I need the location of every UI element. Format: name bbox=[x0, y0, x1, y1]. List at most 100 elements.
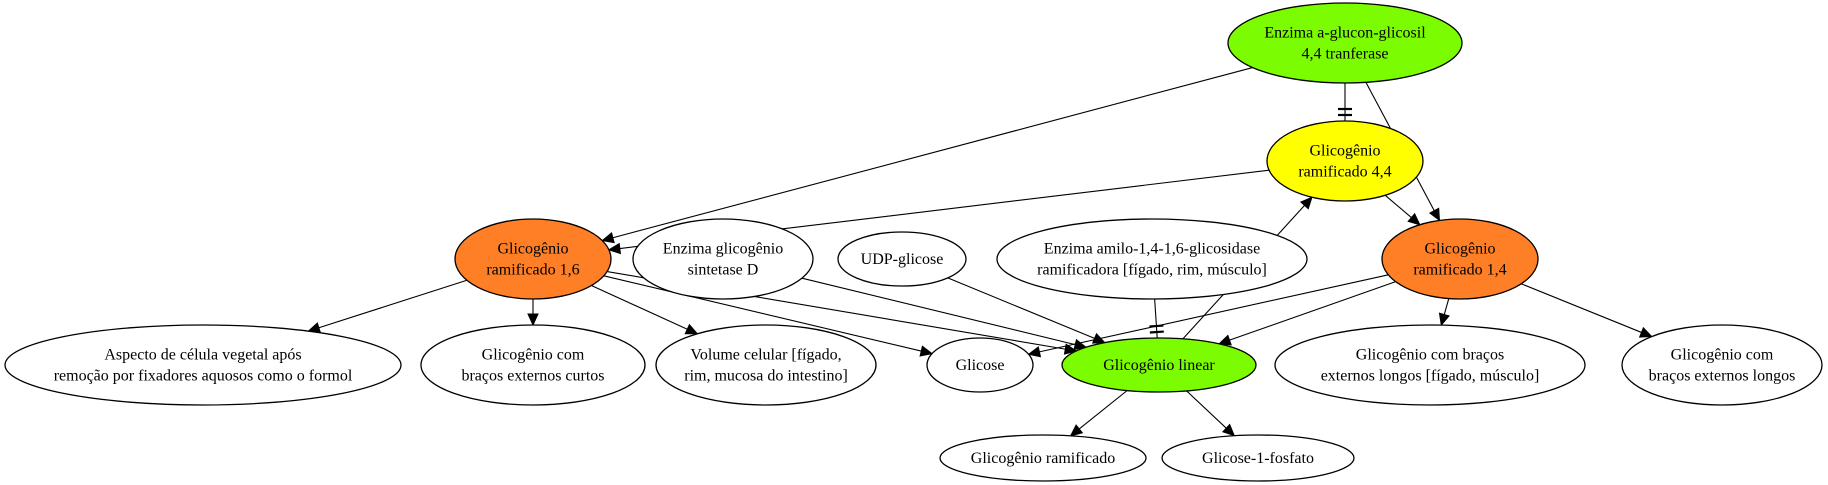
edge-line bbox=[1443, 298, 1450, 315]
edge-glic-ram-44-to-glic-ram-14 bbox=[1384, 194, 1421, 226]
node-label: braços externos curtos bbox=[461, 368, 604, 385]
node-label: ramificadora [fígado, rim, músculo] bbox=[1037, 262, 1267, 279]
edge-glic-linear-to-glic-ramificado bbox=[1069, 390, 1128, 437]
node-label: ramificado 4,4 bbox=[1298, 164, 1391, 181]
node-layer: Enzima a-glucon-glicosil 4,4 tranferaseGl… bbox=[4, 2, 1823, 482]
node-label: Enzima glicogênio bbox=[663, 241, 783, 258]
inhibition-bar-icon bbox=[1149, 330, 1164, 334]
edge-glic-ram-16-to-bracos-curtos bbox=[527, 299, 539, 327]
arrow-head-icon bbox=[1073, 338, 1088, 351]
arrow-head-icon bbox=[1218, 334, 1232, 346]
node-label: Enzima amilo-1,4-1,6-glicosidase bbox=[1044, 241, 1260, 258]
arrow-head-icon bbox=[1299, 196, 1313, 210]
node-label: Glicose-1-fosfato bbox=[1202, 450, 1314, 467]
arrow-head-icon bbox=[1027, 346, 1042, 358]
node-label: Volume celular [fígado, bbox=[690, 347, 841, 364]
node-ellipse bbox=[4, 324, 402, 406]
edge-glic-ram-16-to-glicose bbox=[603, 275, 934, 357]
arrow-head-icon bbox=[1438, 312, 1450, 327]
node-ellipse bbox=[1227, 2, 1463, 84]
edge-enzima-transferase-to-glic-ram-16 bbox=[601, 67, 1253, 244]
edge-line bbox=[591, 285, 688, 330]
edge-line bbox=[1186, 390, 1227, 429]
arrow-head-icon bbox=[527, 313, 539, 327]
edge-line bbox=[1521, 283, 1642, 333]
edge-glic-ram-16-to-volume-celular bbox=[591, 285, 699, 335]
node-volume-celular: Volume celular [fígado, rim, mucosa do in… bbox=[655, 324, 877, 406]
node-label: Glicogênio bbox=[1309, 143, 1380, 160]
arrow-head-icon bbox=[1069, 424, 1084, 437]
arrow-head-icon bbox=[1407, 212, 1421, 226]
node-glicose: Glicose bbox=[926, 337, 1034, 393]
node-ellipse bbox=[1266, 120, 1424, 202]
node-ellipse bbox=[655, 324, 877, 406]
node-aspecto-celula: Aspecto de célula vegetal após remoção po… bbox=[4, 324, 402, 406]
edge-enzima-amilo-to-glic-linear bbox=[1149, 298, 1164, 339]
node-glic-ram-16: Glicogênio ramificado 1,6 bbox=[454, 218, 612, 300]
arrow-head-icon bbox=[919, 345, 934, 357]
edge-enzima-transferase-to-glic-ram-44 bbox=[1338, 83, 1352, 121]
node-label: Aspecto de célula vegetal após bbox=[104, 347, 301, 364]
node-label: ramificado 1,4 bbox=[1413, 262, 1506, 279]
arrow-head-icon bbox=[684, 323, 699, 335]
edge-line bbox=[1039, 274, 1389, 353]
edge-line bbox=[1078, 390, 1128, 430]
node-enzima-amilo: Enzima amilo-1,4-1,6-glicosidase ramifica… bbox=[996, 218, 1308, 300]
node-ellipse bbox=[454, 218, 612, 300]
node-label: UDP-glicose bbox=[861, 251, 944, 268]
arrow-head-icon bbox=[1638, 326, 1653, 338]
node-enzima-sintetase: Enzima glicogênio sintetase D bbox=[632, 218, 814, 300]
arrow-head-icon bbox=[601, 232, 615, 244]
node-ellipse bbox=[1381, 218, 1539, 300]
node-label: Glicogênio bbox=[1424, 241, 1495, 258]
node-ellipse bbox=[632, 218, 814, 300]
edge-line bbox=[947, 277, 1095, 339]
node-udp-glicose: UDP-glicose bbox=[837, 231, 967, 287]
node-label: braços externos longos bbox=[1649, 368, 1796, 385]
node-glic-ram-44: Glicogênio ramificado 4,4 bbox=[1266, 120, 1424, 202]
node-bracos-curtos: Glicogênio com braços externos curtos bbox=[420, 324, 646, 406]
node-label: 4,4 tranferase bbox=[1301, 46, 1388, 63]
node-ellipse bbox=[1621, 324, 1823, 406]
edge-glic-ram-14-to-bracos-longos-figado bbox=[1438, 298, 1450, 327]
node-ellipse bbox=[837, 231, 967, 287]
node-ellipse bbox=[1061, 337, 1257, 393]
edge-line bbox=[801, 277, 1076, 346]
node-ellipse bbox=[1161, 434, 1355, 482]
node-glic-ramificado: Glicogênio ramificado bbox=[939, 434, 1147, 482]
edge-line bbox=[1384, 194, 1412, 219]
edge-glic-linear-to-glicose-1-fosfato bbox=[1186, 390, 1236, 437]
node-label: Enzima a-glucon-glicosil bbox=[1264, 25, 1426, 42]
edge-glic-ram-14-to-glic-linear bbox=[1218, 281, 1396, 346]
node-ellipse bbox=[926, 337, 1034, 393]
node-glic-ram-14: Glicogênio ramificado 1,4 bbox=[1381, 218, 1539, 300]
node-label: ramificado 1,6 bbox=[486, 262, 579, 279]
node-label: Glicogênio com bbox=[482, 347, 585, 364]
node-label: Glicose bbox=[956, 357, 1005, 374]
node-ellipse bbox=[996, 218, 1308, 300]
node-ellipse bbox=[420, 324, 646, 406]
arrow-head-icon bbox=[1428, 207, 1441, 222]
edge-glic-ram-14-to-glicose bbox=[1027, 274, 1389, 358]
node-label: Glicogênio com bbox=[1671, 347, 1774, 364]
node-label: sintetase D bbox=[688, 262, 759, 279]
edge-line bbox=[612, 67, 1253, 239]
edge-line bbox=[318, 279, 468, 329]
node-label: Glicogênio bbox=[497, 241, 568, 258]
node-label: rim, mucosa do intestino] bbox=[684, 368, 848, 385]
node-bracos-longos: Glicogênio com braços externos longos bbox=[1621, 324, 1823, 406]
arrow-head-icon bbox=[1221, 423, 1236, 437]
node-ellipse bbox=[1274, 324, 1586, 406]
node-glic-linear: Glicogênio linear bbox=[1061, 337, 1257, 393]
node-label: Glicogênio linear bbox=[1103, 357, 1215, 374]
edge-glic-ram-14-to-bracos-longos bbox=[1521, 283, 1653, 338]
node-label: externos longos [fígado, músculo] bbox=[1321, 368, 1540, 385]
node-glicose-1-fosfato: Glicose-1-fosfato bbox=[1161, 434, 1355, 482]
edge-glic-ram-16-to-aspecto-celula bbox=[307, 279, 468, 334]
edge-line bbox=[603, 275, 922, 352]
edge-enzima-sintetase-to-glic-linear bbox=[801, 277, 1088, 351]
node-ellipse bbox=[939, 434, 1147, 482]
node-label: remoção por fixadores aquosos como o for… bbox=[54, 368, 353, 385]
